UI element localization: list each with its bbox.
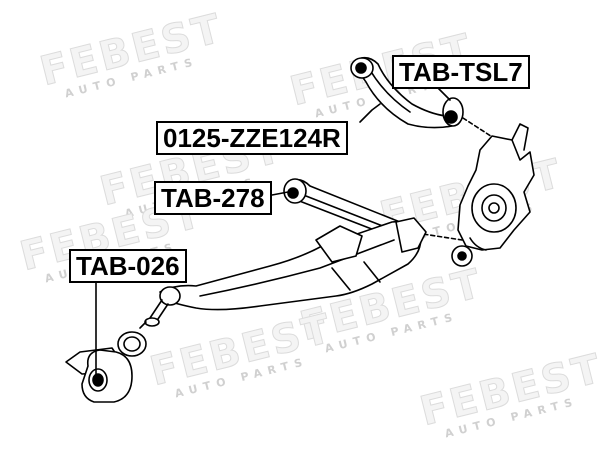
callout-0125-zze124r: 0125-ZZE124R: [156, 121, 348, 155]
upper-arm-bushing-top: [350, 57, 374, 79]
lower-bushing-bracket: [65, 347, 133, 403]
callout-tab-026: TAB-026: [69, 249, 187, 283]
middle-arm-bushing: [283, 178, 307, 204]
callout-tab-278: TAB-278: [154, 181, 272, 215]
upper-arm-bushing-tab-tsl7: [442, 97, 464, 127]
leader-zze124r: [359, 103, 381, 123]
bushing-ring: [117, 331, 147, 357]
steering-knuckle: [457, 123, 535, 251]
callout-tab-tsl7: TAB-TSL7: [392, 55, 530, 89]
ball-joint-stud: [139, 299, 169, 329]
leader-tab-278: [271, 191, 289, 196]
lower-control-arm: [159, 217, 427, 311]
knuckle-lower-bushing: [451, 245, 473, 267]
